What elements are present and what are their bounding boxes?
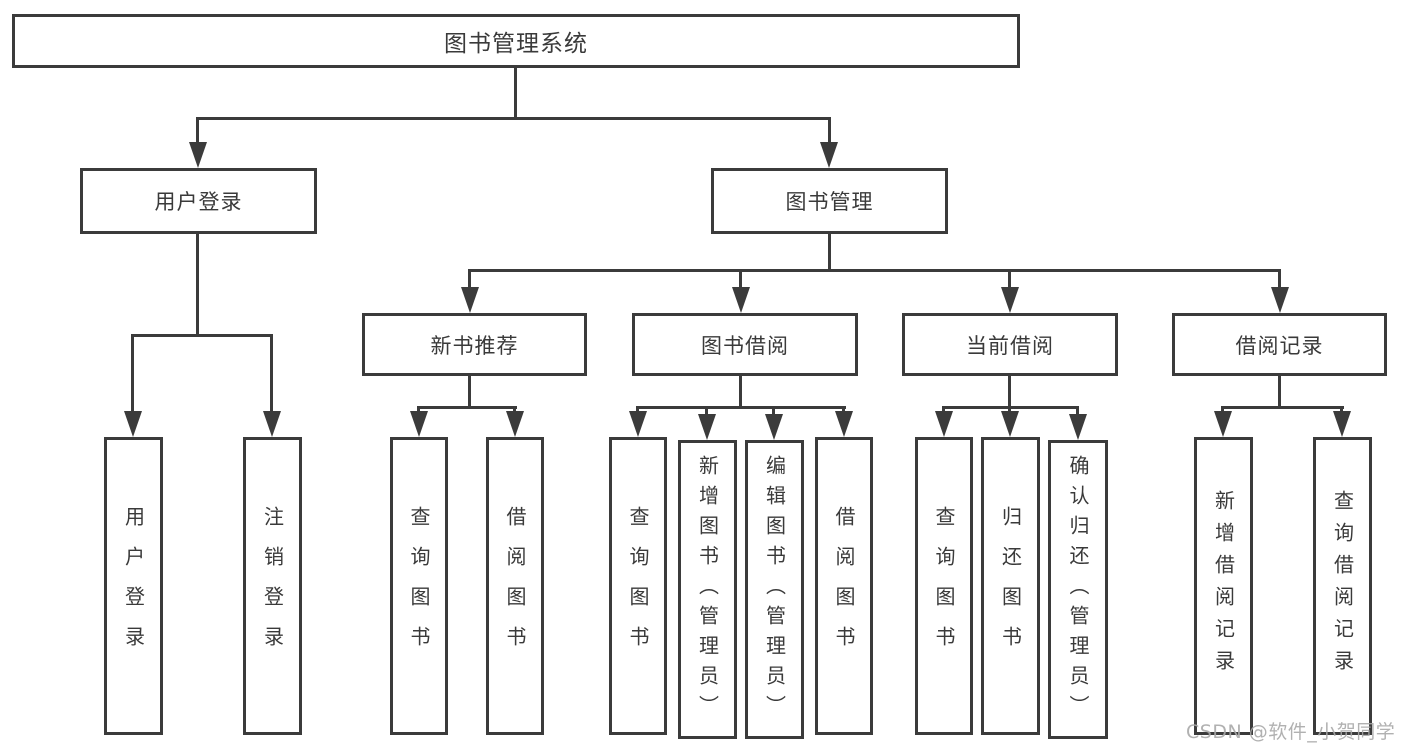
node-current: 当前借阅 bbox=[902, 313, 1118, 376]
node-book-mgmt: 图书管理 bbox=[711, 168, 948, 234]
connector-stub-current bbox=[1008, 269, 1011, 291]
arrowhead-login-leaf2-icon bbox=[263, 411, 281, 437]
connector-user-login-distributor bbox=[131, 334, 273, 337]
arrowhead-nb-leaf1-icon bbox=[410, 411, 428, 437]
arrowhead-current-icon bbox=[1001, 287, 1019, 313]
arrowhead-br-leaf2-icon bbox=[698, 414, 716, 440]
arrowhead-br-leaf3-icon bbox=[765, 414, 783, 440]
connector-book-mgmt-distributor bbox=[468, 269, 1281, 272]
node-root: 图书管理系统 bbox=[12, 14, 1020, 68]
leaf-logout: 注销登录 bbox=[243, 437, 302, 735]
connector-stub-borrow bbox=[739, 269, 742, 291]
connector-stub-user-login bbox=[196, 117, 199, 147]
leaf-cu-query-books: 查询图书 bbox=[915, 437, 973, 735]
leaf-re-add-record: 新增借阅记录 bbox=[1194, 437, 1253, 735]
connector-records-stem bbox=[1278, 376, 1281, 409]
arrowhead-cu-leaf1-icon bbox=[935, 411, 953, 437]
arrowhead-nb-leaf2-icon bbox=[506, 411, 524, 437]
csdn-watermark: CSDN @软件_小贺同学 bbox=[1186, 721, 1396, 743]
arrowhead-records-icon bbox=[1271, 287, 1289, 313]
connector-stub-new-book bbox=[468, 269, 471, 291]
connector-stub-login-leaf1 bbox=[131, 334, 134, 414]
connector-borrow-distributor bbox=[636, 406, 846, 409]
arrowhead-new-book-icon bbox=[461, 287, 479, 313]
arrowhead-br-leaf1-icon bbox=[629, 411, 647, 437]
connector-stub-cu-leaf3 bbox=[1076, 406, 1079, 418]
leaf-br-query-books: 查询图书 bbox=[609, 437, 667, 735]
leaf-user-login: 用户登录 bbox=[104, 437, 163, 735]
arrowhead-br-leaf4-icon bbox=[835, 411, 853, 437]
leaf-re-query-record: 查询借阅记录 bbox=[1313, 437, 1372, 735]
connector-stub-br-leaf2 bbox=[705, 406, 708, 418]
connector-stub-book-mgmt bbox=[828, 117, 831, 147]
connector-stub-login-leaf2 bbox=[270, 334, 273, 414]
leaf-nb-query-books: 查询图书 bbox=[390, 437, 448, 735]
arrowhead-re-leaf1-icon bbox=[1214, 411, 1232, 437]
arrowhead-borrow-icon bbox=[732, 287, 750, 313]
leaf-cu-return-books: 归还图书 bbox=[981, 437, 1040, 735]
connector-stub-records bbox=[1278, 269, 1281, 291]
node-borrow: 图书借阅 bbox=[632, 313, 858, 376]
node-records: 借阅记录 bbox=[1172, 313, 1387, 376]
node-new-book: 新书推荐 bbox=[362, 313, 587, 376]
arrowhead-cu-leaf2-icon bbox=[1001, 411, 1019, 437]
arrowhead-user-login-icon bbox=[189, 142, 207, 168]
connector-borrow-stem bbox=[739, 376, 742, 409]
connector-book-mgmt-stem bbox=[828, 234, 831, 272]
leaf-br-borrow-books: 借阅图书 bbox=[815, 437, 873, 735]
leaf-br-edit-books-admin: 编辑图书（管理员） bbox=[745, 440, 804, 739]
leaf-br-add-books-admin: 新增图书（管理员） bbox=[678, 440, 737, 739]
connector-new-book-distributor bbox=[417, 406, 517, 409]
leaf-cu-confirm-return-admin: 确认归还（管理员） bbox=[1048, 440, 1108, 739]
connector-current-stem bbox=[1008, 376, 1011, 409]
connector-root-distributor bbox=[197, 117, 831, 120]
leaf-nb-borrow-books: 借阅图书 bbox=[486, 437, 544, 735]
connector-records-distributor bbox=[1221, 406, 1344, 409]
arrowhead-re-leaf2-icon bbox=[1333, 411, 1351, 437]
arrowhead-book-mgmt-icon bbox=[820, 142, 838, 168]
arrowhead-cu-leaf3-icon bbox=[1069, 414, 1087, 440]
connector-user-login-stem bbox=[196, 234, 199, 337]
connector-new-book-stem bbox=[468, 376, 471, 409]
connector-root-stem bbox=[514, 68, 517, 118]
node-user-login: 用户登录 bbox=[80, 168, 317, 234]
connector-stub-br-leaf3 bbox=[772, 406, 775, 418]
arrowhead-login-leaf1-icon bbox=[124, 411, 142, 437]
